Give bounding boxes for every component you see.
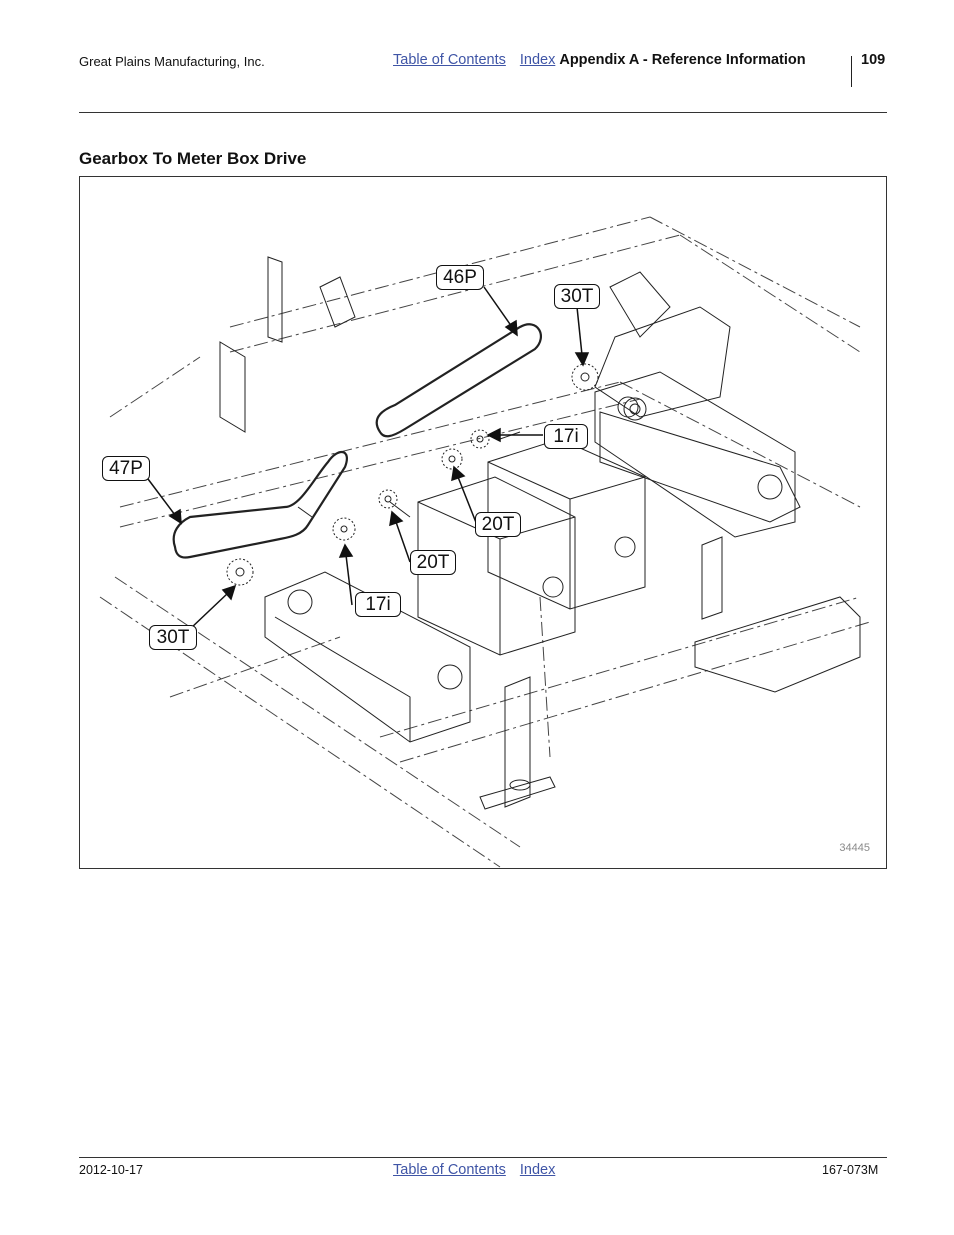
header-toc-link[interactable]: Table of Contents bbox=[393, 52, 506, 68]
footer-nav: Table of Contents Index bbox=[393, 1162, 555, 1178]
footer-date: 2012-10-17 bbox=[79, 1163, 143, 1177]
company-name: Great Plains Manufacturing, Inc. bbox=[79, 54, 265, 69]
figure-frame: 46P 30T 17i 47P 20T 20T 17i 30T 34445 bbox=[79, 176, 887, 869]
callout-47p: 47P bbox=[102, 456, 150, 481]
page-number: 109 bbox=[861, 52, 886, 68]
callout-30t-top: 30T bbox=[554, 284, 600, 309]
header-index-link[interactable]: Index bbox=[519, 52, 556, 68]
callout-17i-right: 17i bbox=[544, 424, 588, 449]
footer-toc-link[interactable]: Table of Contents bbox=[393, 1162, 506, 1178]
header-rule bbox=[79, 112, 887, 113]
callout-20t-upper: 20T bbox=[475, 512, 521, 537]
page-title: Gearbox To Meter Box Drive bbox=[79, 149, 307, 168]
header-divider bbox=[851, 56, 852, 87]
footer-rule bbox=[79, 1157, 887, 1158]
drive-illustration bbox=[99, 216, 871, 868]
page-header: Great Plains Manufacturing, Inc. Table o… bbox=[0, 0, 954, 114]
callout-46p: 46P bbox=[436, 265, 484, 290]
callout-30t-bottom: 30T bbox=[149, 625, 197, 650]
section-title: Appendix A - Reference Information bbox=[559, 52, 806, 68]
doc-number: 167-073M bbox=[822, 1163, 879, 1177]
callout-20t-lower: 20T bbox=[410, 550, 456, 575]
footer-index-link[interactable]: Index bbox=[519, 1162, 556, 1178]
figure-number: 34445 bbox=[839, 842, 870, 854]
callout-17i-left: 17i bbox=[355, 592, 401, 617]
